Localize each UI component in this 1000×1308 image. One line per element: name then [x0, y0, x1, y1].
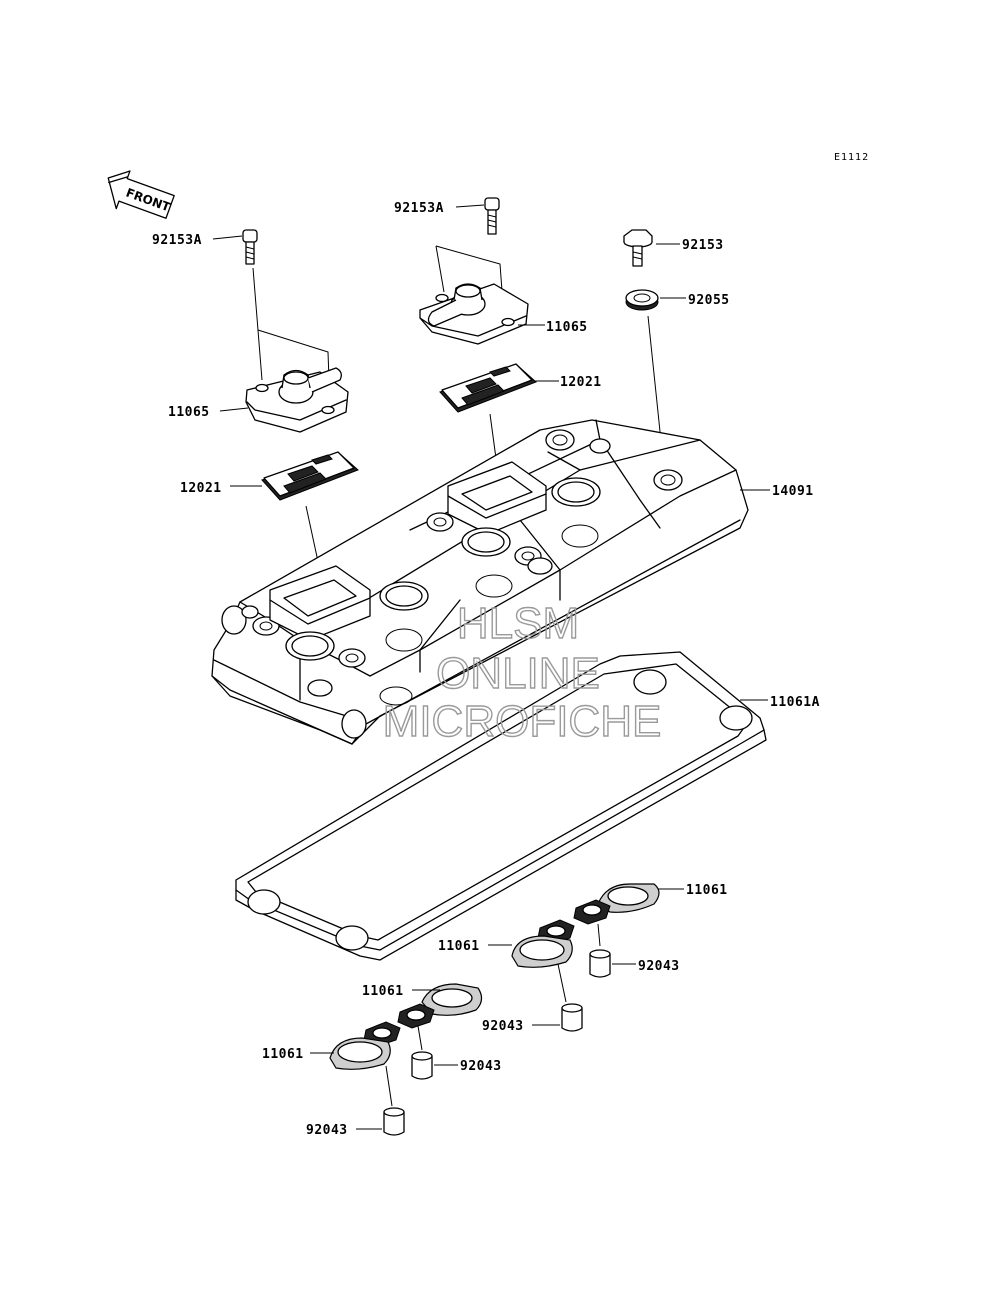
label-cap-right: 11065 — [546, 320, 588, 335]
valve-cover-icon — [211, 419, 749, 745]
bolt-left-icon — [242, 229, 258, 265]
washer-right-icon — [625, 289, 659, 311]
gasket-b-icon — [511, 919, 575, 968]
label-gasket-b: 11061 — [438, 939, 480, 954]
gasket-main-icon — [235, 651, 767, 961]
label-dowel-c: 92043 — [460, 1059, 502, 1074]
gasket-d-icon — [329, 1021, 401, 1070]
bolt-right-icon — [623, 229, 653, 267]
diagram-code: E1112 — [834, 152, 869, 163]
watermark-line-2: ONLINE — [436, 649, 600, 698]
label-gasket-d: 11061 — [262, 1047, 304, 1062]
cap-left-icon — [245, 367, 349, 433]
bolt-center-icon — [484, 197, 500, 235]
label-dowel-b: 92043 — [482, 1019, 524, 1034]
dowel-d-icon — [383, 1107, 405, 1136]
label-bolt-left: 92153A — [152, 233, 202, 248]
plate-left-icon — [261, 451, 359, 501]
front-arrow-icon: FRONT — [107, 170, 175, 219]
plate-right-icon — [439, 363, 537, 413]
label-dowel-d: 92043 — [306, 1123, 348, 1138]
label-gasket-c: 11061 — [362, 984, 404, 999]
label-washer-right: 92055 — [688, 293, 730, 308]
dowel-a-icon — [589, 949, 611, 978]
label-bolt-center: 92153A — [394, 201, 444, 216]
cap-right-icon — [419, 283, 529, 345]
label-dowel-a: 92043 — [638, 959, 680, 974]
watermark-line-1: HLSM — [457, 599, 579, 648]
gasket-c-icon — [397, 983, 483, 1029]
label-cover: 14091 — [772, 484, 814, 499]
watermark: HLSM ONLINE MICROFICHE — [382, 598, 662, 746]
label-plate-right: 12021 — [560, 375, 602, 390]
label-gasket-a: 11061 — [686, 883, 728, 898]
label-plate-left: 12021 — [180, 481, 222, 496]
label-bolt-right: 92153 — [682, 238, 724, 253]
watermark-line-3: MICROFICHE — [383, 697, 662, 746]
gasket-a-icon — [573, 883, 660, 925]
label-gasket-main: 11061A — [770, 695, 820, 710]
dowel-b-icon — [561, 1003, 583, 1032]
label-cap-left: 11065 — [168, 405, 210, 420]
dowel-c-icon — [411, 1051, 433, 1080]
